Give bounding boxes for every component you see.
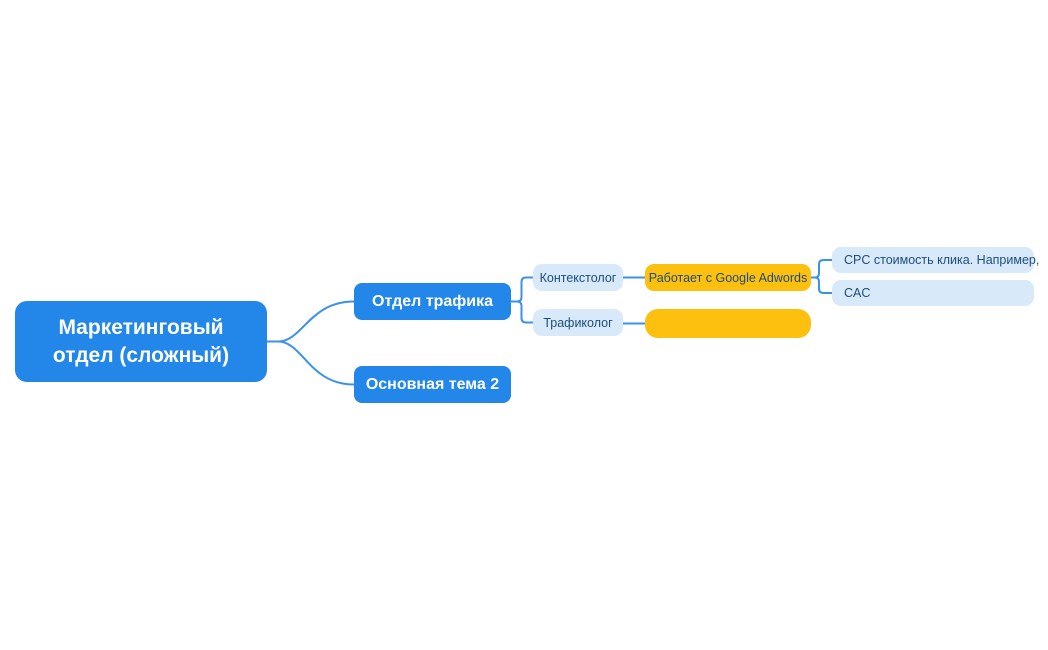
connector-traffic-contextolog xyxy=(510,276,534,303)
node-trafficolog[interactable]: Трафиколог xyxy=(533,309,623,336)
connector-works-cac xyxy=(810,276,833,294)
connector-traffic-trafficolog xyxy=(510,300,534,324)
connector-root-traffic xyxy=(266,300,355,343)
node-cpc[interactable]: CPC стоимость клика. Например, xyxy=(832,247,1039,273)
node-empty-topic[interactable] xyxy=(645,309,811,338)
node-contextolog[interactable]: Контекстолог xyxy=(533,264,623,291)
connector-works-cpc xyxy=(810,259,833,279)
node-root[interactable]: Маркетинговый отдел (сложный) xyxy=(15,301,267,382)
node-main-topic-2[interactable]: Основная тема 2 xyxy=(354,366,511,403)
node-cac[interactable]: CAC xyxy=(832,280,1034,306)
connector-root-main2 xyxy=(277,340,355,386)
node-works-with-google-adwords[interactable]: Работает с Google Adwords xyxy=(645,264,811,291)
node-traffic-dept[interactable]: Отдел трафика xyxy=(354,283,511,320)
